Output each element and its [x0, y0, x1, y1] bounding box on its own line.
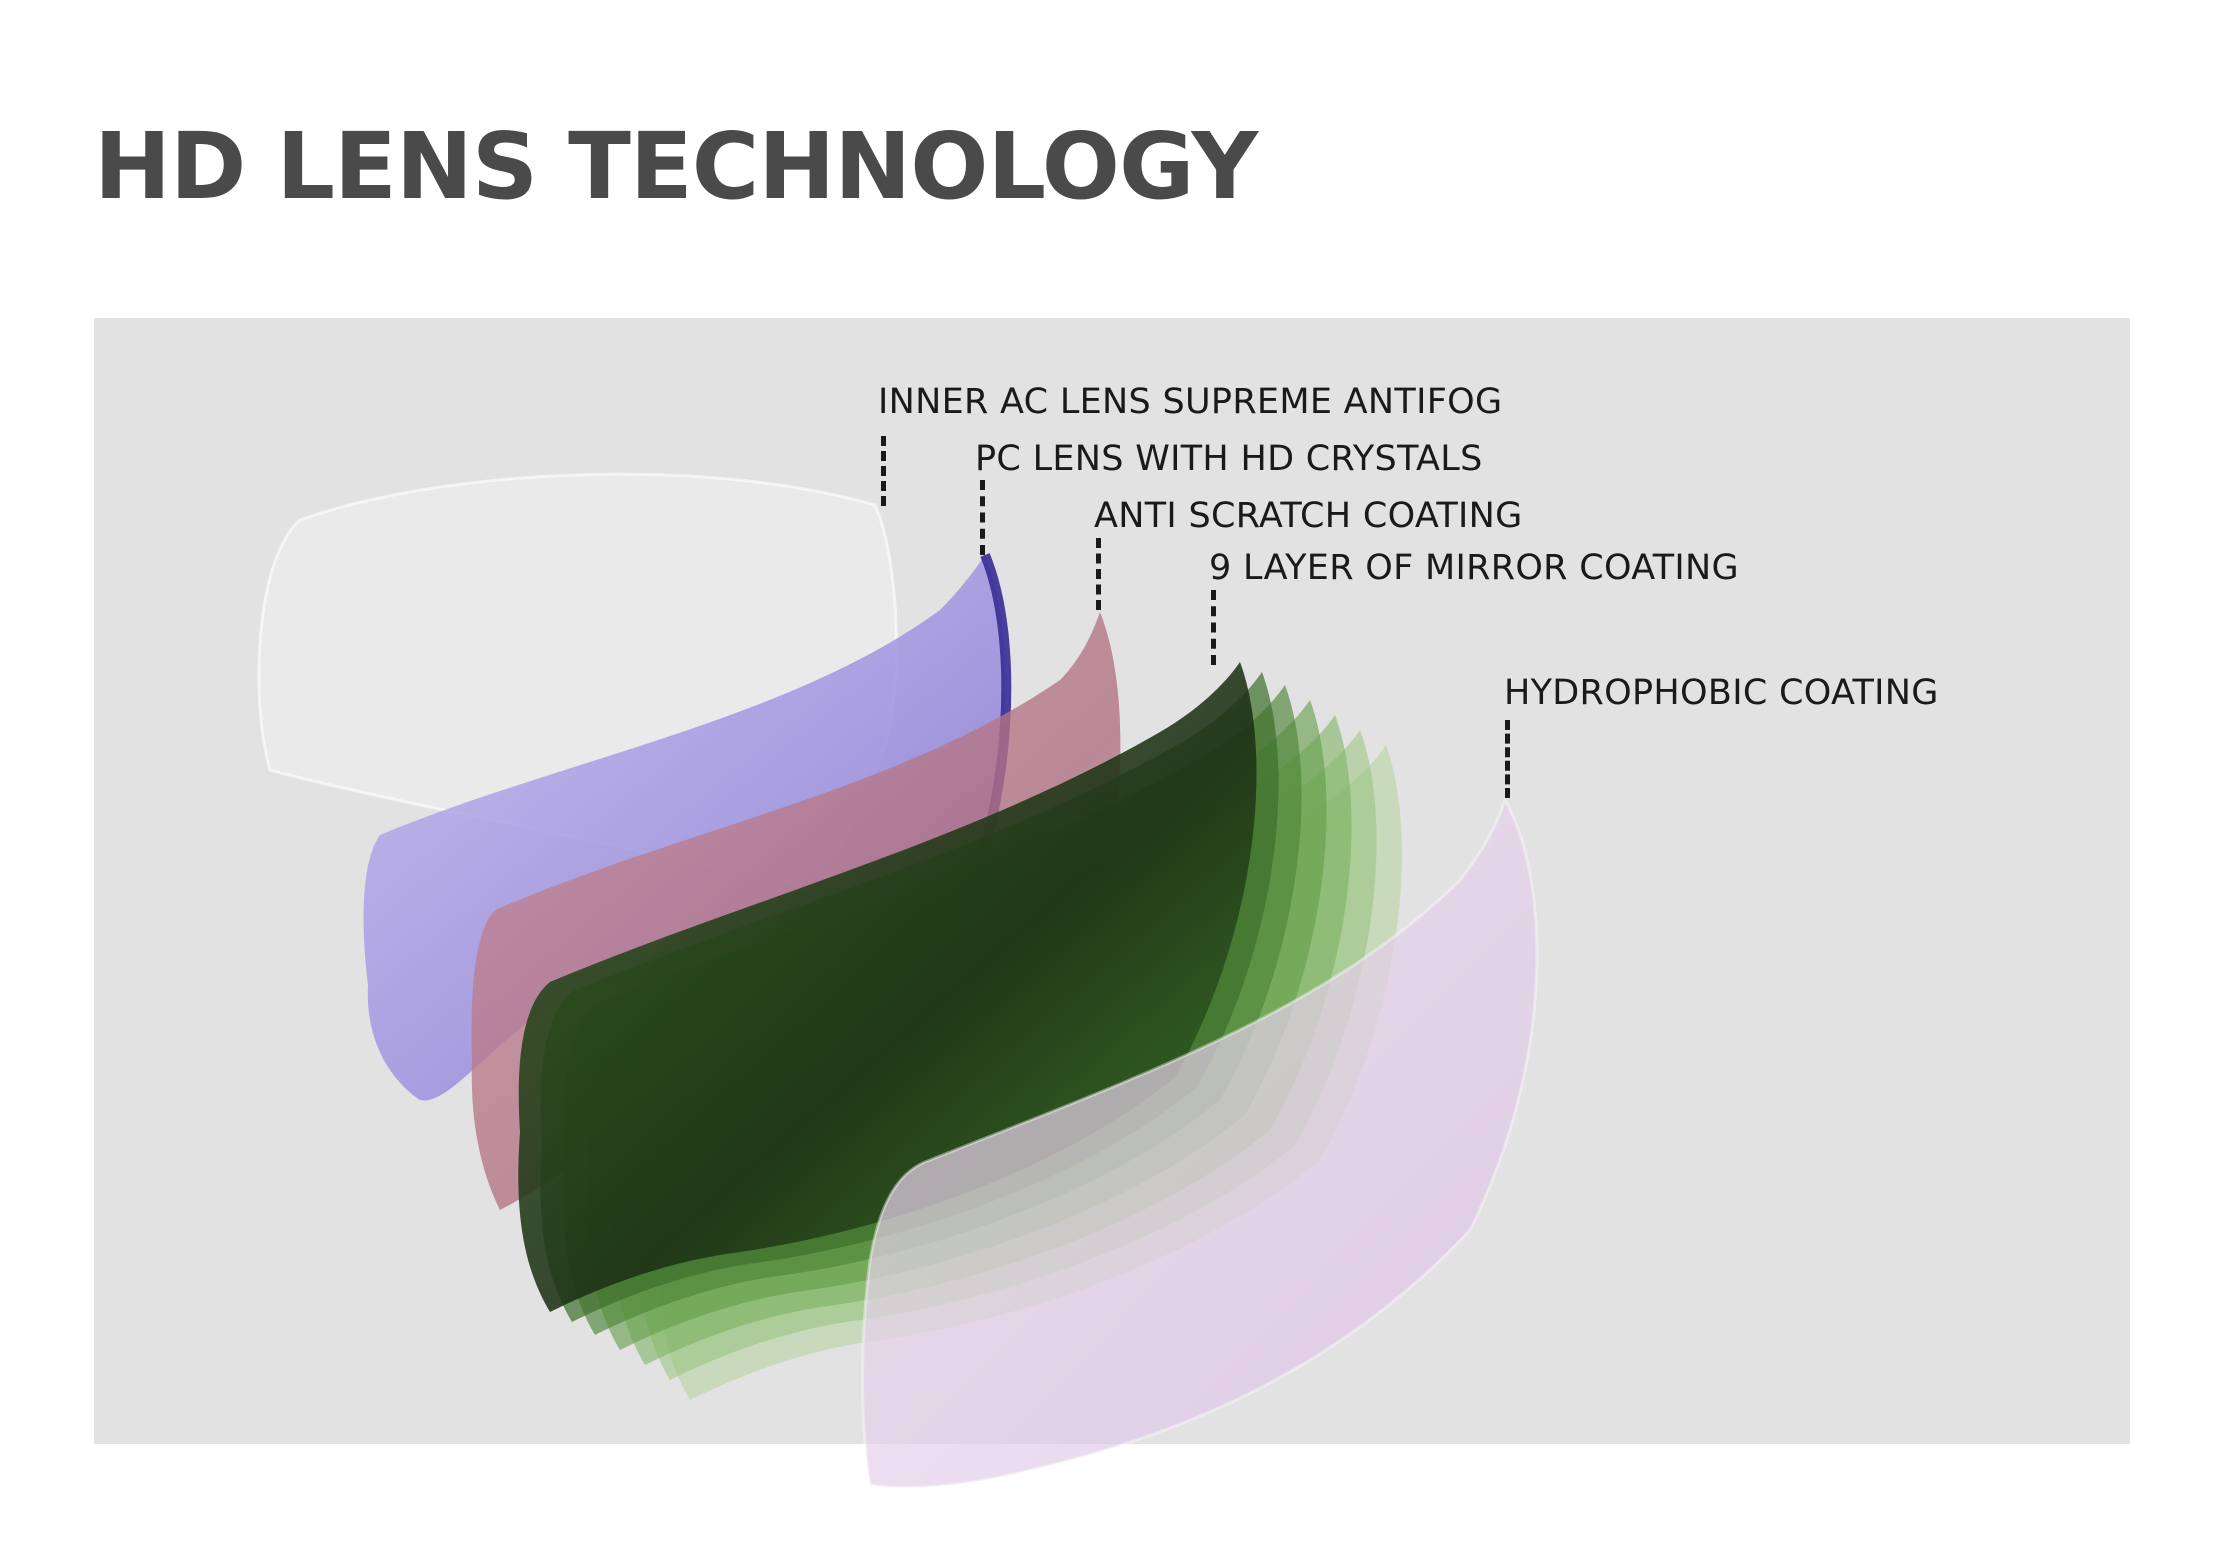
label-inner-ac-lens: INNER AC LENS SUPREME ANTIFOG [878, 382, 1503, 422]
label-pc-lens: PC LENS WITH HD CRYSTALS [975, 439, 1483, 479]
label-hydrophobic-coating: HYDROPHOBIC COATING [1504, 673, 1939, 713]
mirror-coating-stack [518, 662, 1402, 1400]
leader-line-pc-lens [980, 480, 985, 555]
leader-line-anti-scratch [1096, 538, 1101, 610]
label-mirror-coating: 9 LAYER OF MIRROR COATING [1209, 548, 1739, 588]
leader-line-mirror-coating [1211, 590, 1216, 665]
leader-line-hydrophobic [1505, 720, 1510, 798]
page-title: HD LENS TECHNOLOGY [94, 113, 1258, 220]
label-anti-scratch-coating: ANTI SCRATCH COATING [1094, 496, 1523, 536]
leader-line-inner-ac-lens [881, 436, 886, 506]
hydrophobic-coating-shape [861, 796, 1539, 1489]
